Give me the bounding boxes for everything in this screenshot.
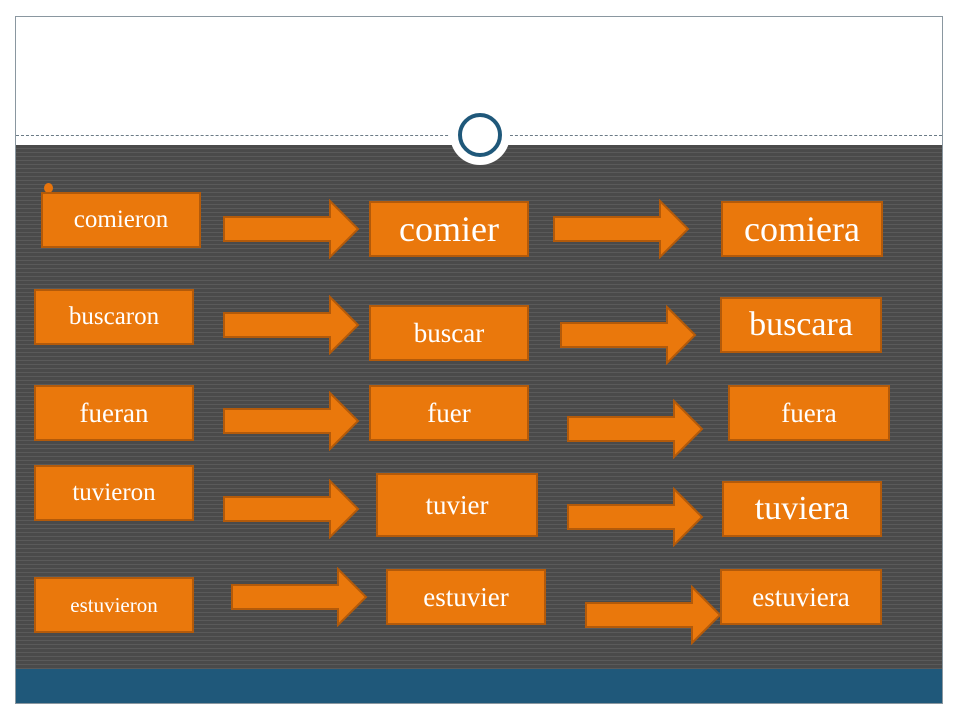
arrow-right-icon [566, 399, 704, 459]
original-word-box: buscaron [34, 289, 194, 345]
stem-word-box: estuvier [386, 569, 546, 625]
bullet-icon [44, 183, 53, 193]
original-word-box: estuvieron [34, 577, 194, 633]
result-word-box: tuviera [722, 481, 882, 537]
result-word-box: estuviera [720, 569, 882, 625]
stem-word-box: tuvier [376, 473, 538, 537]
original-word-box: fueran [34, 385, 194, 441]
arrow-right-icon [230, 567, 368, 627]
arrow-right-icon [552, 199, 690, 259]
original-word-box: tuvieron [34, 465, 194, 521]
original-word-box: comieron [41, 192, 201, 248]
result-word-box: comiera [721, 201, 883, 257]
ring-icon [450, 105, 510, 165]
footer-band [16, 669, 942, 703]
slide: comieron comier comiera buscaron buscar … [15, 16, 943, 704]
stem-word-box: comier [369, 201, 529, 257]
arrow-right-icon [222, 295, 360, 355]
result-word-box: fuera [728, 385, 890, 441]
arrow-right-icon [566, 487, 704, 547]
ring-inner [458, 113, 502, 157]
stem-word-box: buscar [369, 305, 529, 361]
arrow-right-icon [222, 479, 360, 539]
arrow-right-icon [584, 585, 722, 645]
arrow-right-icon [222, 199, 360, 259]
arrow-right-icon [222, 391, 360, 451]
result-word-box: buscara [720, 297, 882, 353]
stem-word-box: fuer [369, 385, 529, 441]
arrow-right-icon [559, 305, 697, 365]
